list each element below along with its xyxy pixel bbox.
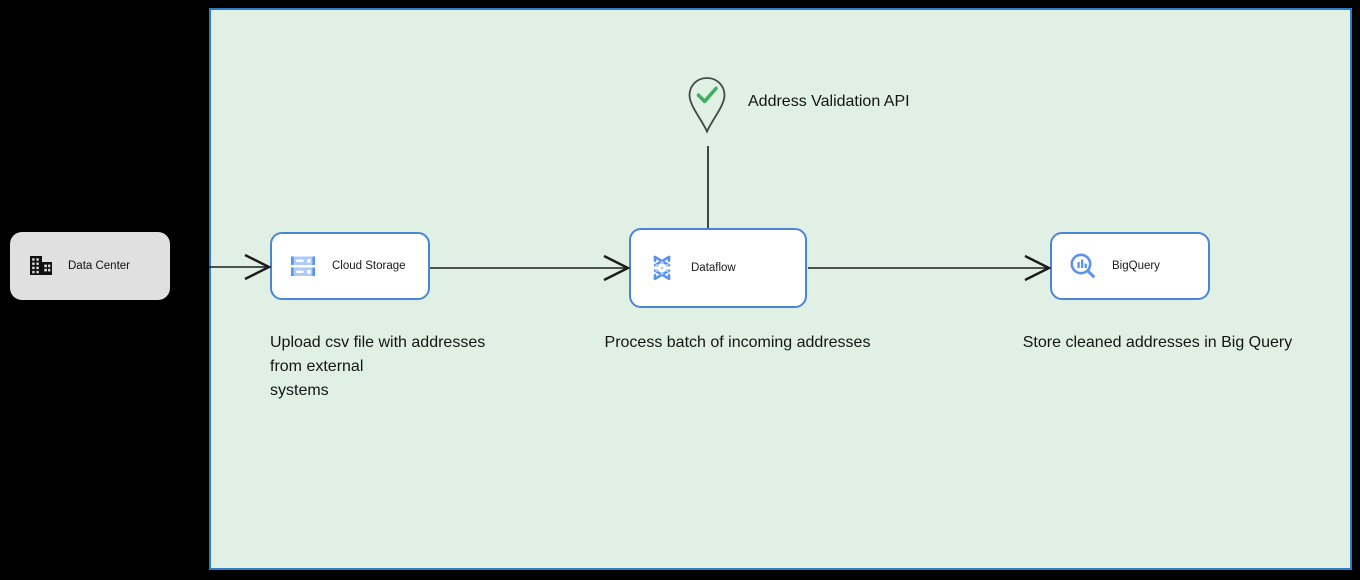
node-cloud-storage-label: Cloud Storage	[332, 260, 406, 272]
node-cloud-storage[interactable]: Cloud Storage	[270, 232, 430, 300]
node-dataflow[interactable]: Dataflow	[629, 228, 807, 308]
caption-cloud-storage: Upload csv file with addresses from exte…	[270, 334, 486, 399]
address-validation-api-label: Address Validation API	[748, 93, 910, 110]
caption-dataflow: Process batch of incoming addresses	[604, 334, 871, 351]
node-data-center[interactable]: Data Center	[10, 232, 170, 300]
dataflow-icon	[653, 255, 671, 281]
node-bigquery-label: BigQuery	[1112, 260, 1160, 272]
building-icon	[30, 256, 52, 275]
caption-bigquery: Store cleaned addresses in Big Query	[1022, 334, 1293, 351]
cloud-storage-icon	[291, 256, 315, 276]
bigquery-icon	[1070, 253, 1095, 278]
node-dataflow-label: Dataflow	[691, 262, 736, 274]
node-data-center-label: Data Center	[68, 260, 131, 272]
map-pin-check-icon[interactable]	[686, 76, 728, 134]
node-bigquery[interactable]: BigQuery	[1050, 232, 1210, 300]
